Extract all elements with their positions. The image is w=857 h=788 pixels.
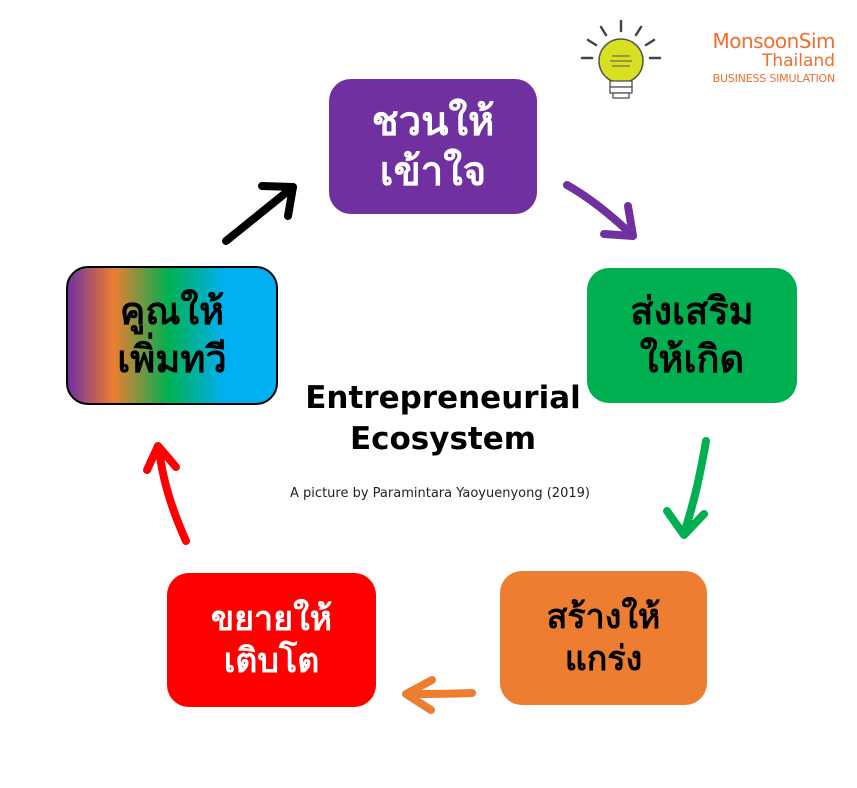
node-right-line1: ส่งเสริม [630, 289, 754, 333]
node-bottom-left-line2: เติบโต [223, 641, 320, 681]
node-top-line2: เข้าใจ [379, 148, 487, 195]
brand-country: Thailand [761, 51, 835, 71]
node-top-line1: ชวนให้ [371, 98, 495, 145]
arrow-left-to-top [222, 182, 297, 245]
node-left: คูณให้ เพิ่มทวี [66, 266, 278, 405]
node-right-line2: ให้เกิด [639, 336, 745, 381]
node-bottom-right-line1: สร้างให้ [546, 596, 661, 637]
arrow-bottom-right-to-bottom-left [402, 676, 476, 714]
arrow-top-to-right [563, 181, 637, 240]
picture-credit: A picture by Paramintara Yaoyuenyong (20… [290, 486, 590, 501]
node-left-line1: คูณให้ [119, 289, 225, 333]
brand-name: MonsoonSim [712, 29, 836, 53]
node-bottom-right: สร้างให้ แกร่ง [500, 571, 707, 705]
arrow-bottom-left-to-left [143, 442, 190, 545]
node-bottom-left-line1: ขยายให้ [210, 598, 333, 639]
brand-logo: MonsoonSim Thailand BUSINESS SIMULATION [683, 29, 836, 86]
diagram-title-line2: Ecosystem [349, 421, 537, 458]
diagram-title: Entrepreneurial Ecosystem [268, 378, 618, 460]
node-left-line2: เพิ่มทวี [117, 336, 227, 381]
lightbulb-icon [580, 19, 662, 99]
node-bottom-right-line2: แกร่ง [564, 639, 643, 679]
node-right: ส่งเสริม ให้เกิด [587, 268, 797, 403]
node-top: ชวนให้ เข้าใจ [329, 79, 537, 214]
arrow-right-to-bottom-right [663, 437, 710, 539]
node-bottom-left: ขยายให้ เติบโต [167, 573, 376, 707]
brand-tagline: BUSINESS SIMULATION [712, 71, 836, 85]
diagram-title-line1: Entrepreneurial [305, 380, 581, 416]
